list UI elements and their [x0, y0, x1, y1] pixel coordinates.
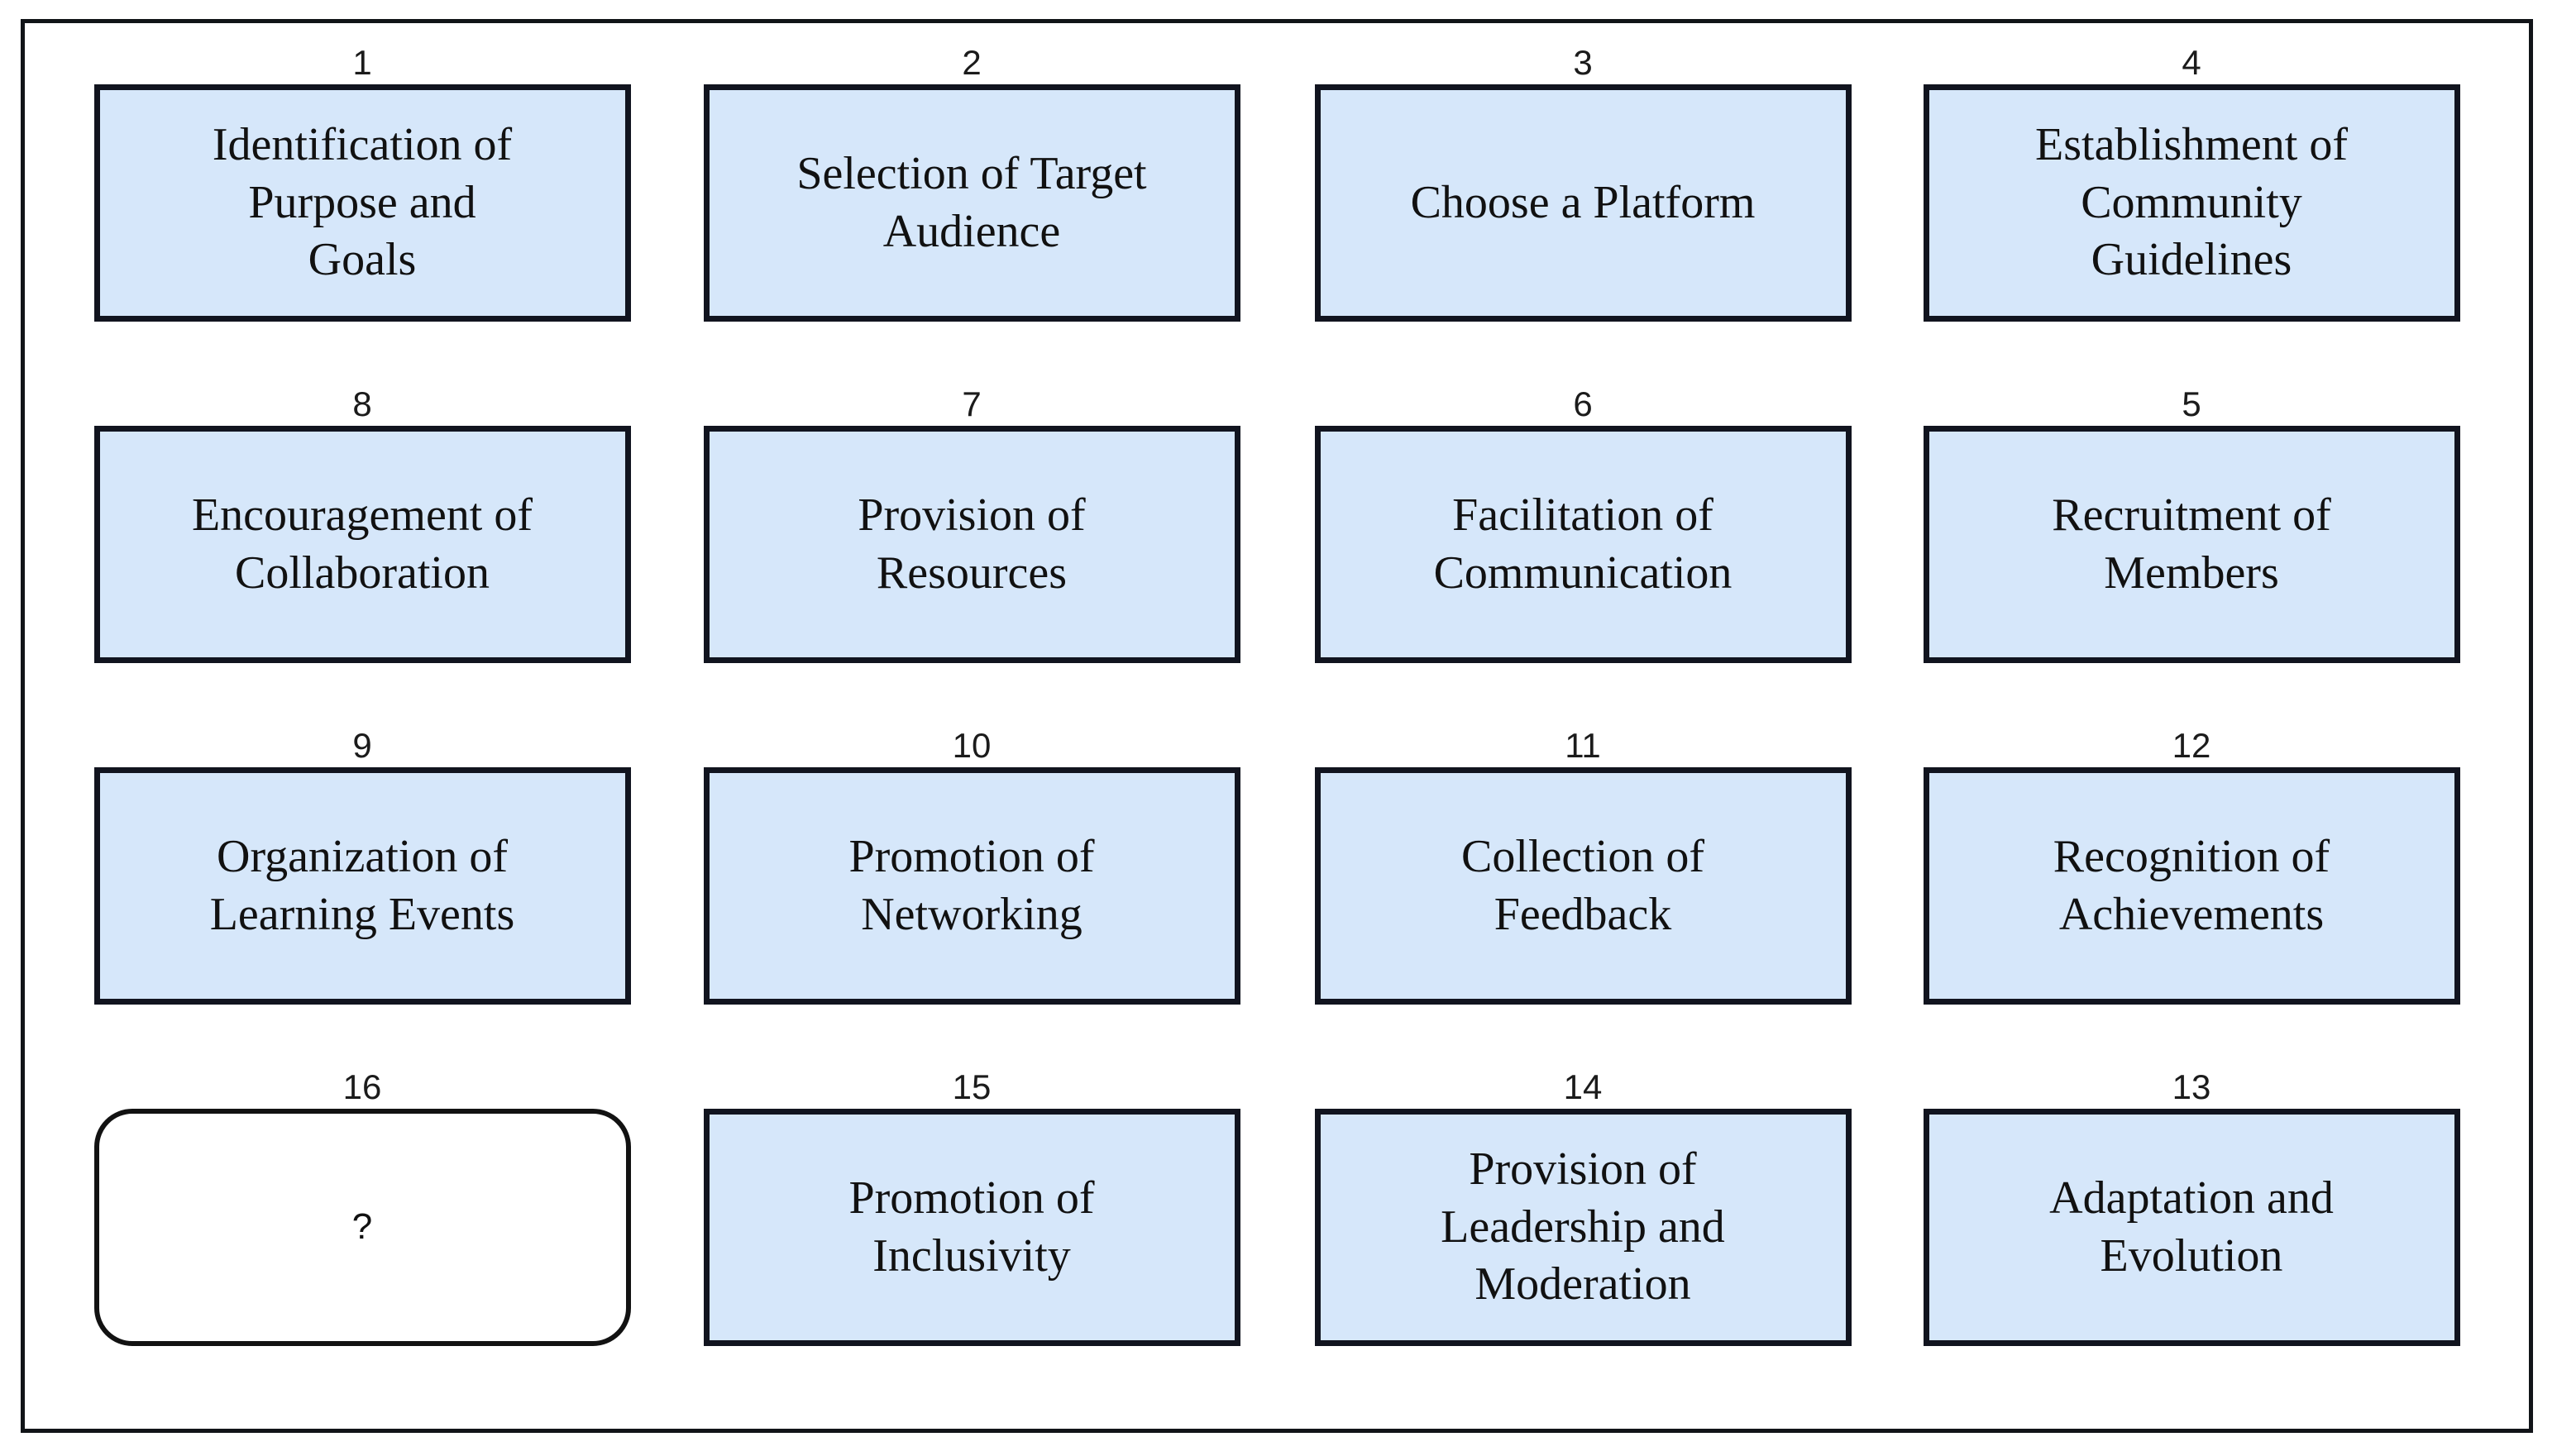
node-label-9: Organization of Learning Events — [209, 831, 515, 940]
node-box-3[interactable]: Choose a Platform — [1314, 84, 1852, 322]
node-label-12: Recognition of Achievements — [2053, 831, 2330, 940]
node-box-placeholder[interactable]: ? — [93, 1109, 631, 1346]
grid-cell: 16? — [50, 1066, 663, 1407]
node-label-2: Selection of Target Audience — [796, 148, 1147, 257]
node-label-4: Establishment of Community Guidelines — [2035, 119, 2348, 286]
node-label-1: Identification of Purpose and Goals — [212, 119, 513, 286]
node-number-8: 8 — [352, 384, 372, 423]
node-number-7: 7 — [962, 384, 982, 423]
node-number-10: 10 — [952, 726, 992, 765]
node-number-1: 1 — [352, 43, 372, 82]
node-label-10: Promotion of Networking — [848, 831, 1095, 940]
node-box-8[interactable]: Encouragement of Collaboration — [93, 426, 631, 663]
node-box-13[interactable]: Adaptation and Evolution — [1923, 1109, 2460, 1346]
node-label-6: Facilitation of Communication — [1433, 489, 1733, 599]
node-number-12: 12 — [2172, 726, 2211, 765]
node-label-unknown: ? — [351, 1206, 373, 1248]
node-number-11: 11 — [1565, 726, 1601, 765]
node-number-13: 13 — [2172, 1067, 2211, 1106]
node-label-5: Recruitment of Members — [2052, 489, 2331, 599]
node-box-14[interactable]: Provision of Leadership and Moderation — [1314, 1109, 1852, 1346]
node-box-4[interactable]: Establishment of Community Guidelines — [1923, 84, 2460, 322]
node-box-1[interactable]: Identification of Purpose and Goals — [93, 84, 631, 322]
node-box-9[interactable]: Organization of Learning Events — [93, 767, 631, 1005]
node-number-6: 6 — [1573, 384, 1593, 423]
node-box-10[interactable]: Promotion of Networking — [703, 767, 1240, 1005]
node-label-15: Promotion of Inclusivity — [848, 1172, 1095, 1282]
node-box-15[interactable]: Promotion of Inclusivity — [703, 1109, 1240, 1346]
node-number-5: 5 — [2182, 384, 2201, 423]
node-label-7: Provision of Resources — [858, 489, 1086, 599]
node-box-11[interactable]: Collection of Feedback — [1314, 767, 1852, 1005]
node-number-3: 3 — [1573, 43, 1593, 82]
node-number-15: 15 — [952, 1067, 992, 1106]
node-number-14: 14 — [1563, 1067, 1603, 1106]
node-number-9: 9 — [352, 726, 372, 765]
node-label-13: Adaptation and Evolution — [2049, 1172, 2334, 1282]
node-label-8: Encouragement of Collaboration — [191, 489, 533, 599]
node-box-6[interactable]: Facilitation of Communication — [1314, 426, 1852, 663]
node-number-2: 2 — [962, 43, 982, 82]
node-box-5[interactable]: Recruitment of Members — [1923, 426, 2460, 663]
node-box-7[interactable]: Provision of Resources — [703, 426, 1240, 663]
node-box-2[interactable]: Selection of Target Audience — [703, 84, 1240, 322]
node-number-4: 4 — [2182, 43, 2201, 82]
node-label-11: Collection of Feedback — [1461, 831, 1704, 940]
node-box-12[interactable]: Recognition of Achievements — [1923, 767, 2460, 1005]
node-label-3: Choose a Platform — [1410, 176, 1756, 228]
node-label-14: Provision of Leadership and Moderation — [1441, 1143, 1725, 1310]
node-number-16: 16 — [342, 1067, 382, 1106]
